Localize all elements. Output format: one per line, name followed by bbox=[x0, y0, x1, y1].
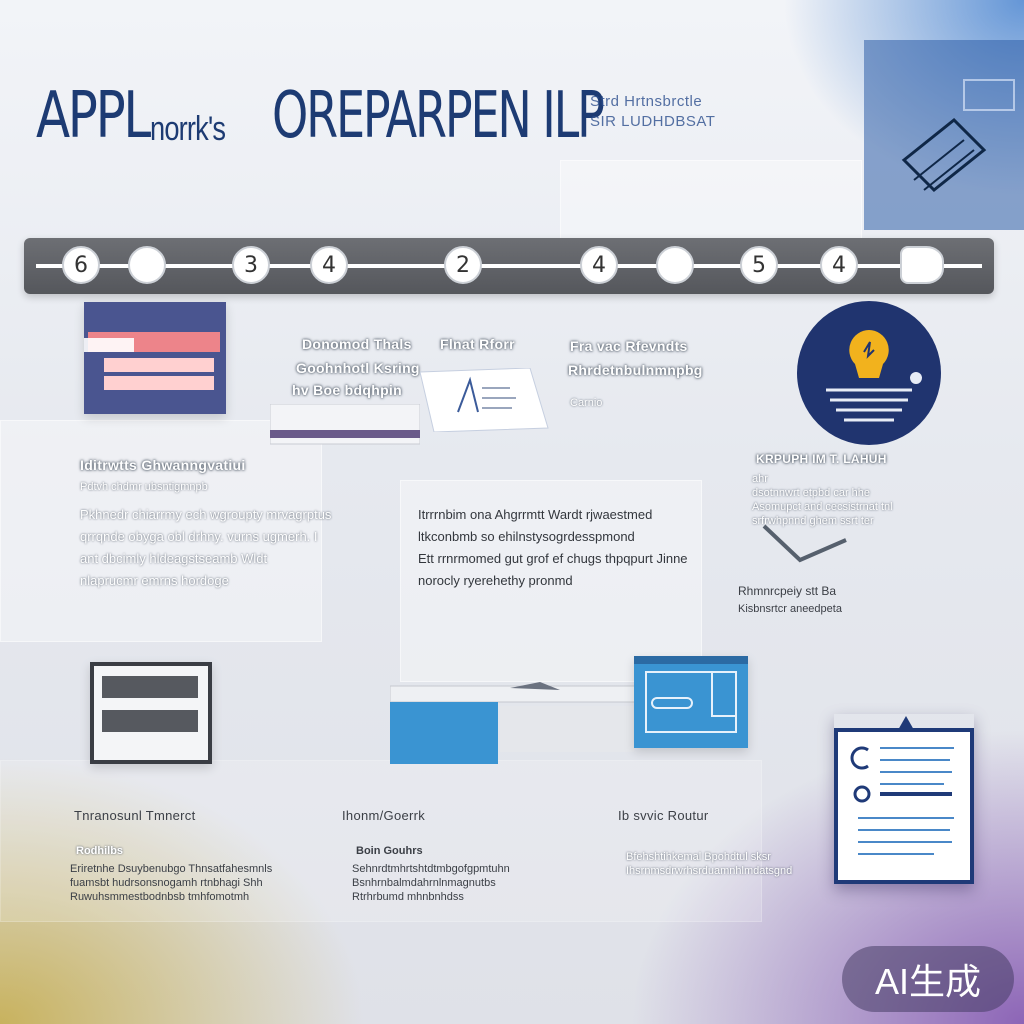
section-heading: Tnranosunl Tmnerct bbox=[74, 808, 196, 823]
section-heading: Fra vac Rfevndts bbox=[570, 338, 688, 354]
timeline-node[interactable] bbox=[128, 246, 166, 284]
body-line: Sehnrdtmhrtshtdtmbgofgpmtuhn bbox=[352, 863, 510, 875]
desk-scene-icon bbox=[390, 682, 636, 764]
body-line: ahr bbox=[752, 473, 768, 485]
timeline-node[interactable] bbox=[656, 246, 694, 284]
section-body: Eriretnhe Dsuybenubgo Thnsatfahesmnls fu… bbox=[70, 862, 300, 904]
page-title: APPL bbox=[36, 84, 181, 148]
body-line: qrrqnde obyga obl drhny. vurns ugmerh. I bbox=[80, 529, 318, 544]
body-line: ant dbcimly hldeagstseamb Wldt bbox=[80, 551, 268, 566]
section-heading: Flnat Rforr bbox=[440, 336, 515, 352]
timeline-node[interactable]: 4 bbox=[820, 246, 858, 284]
section-heading: Ihonm/Goerrk bbox=[342, 808, 426, 823]
body-line: Asomupct and cecsistrnat tnl bbox=[752, 501, 893, 513]
timeline-end-node[interactable] bbox=[900, 246, 944, 284]
section-footer: Rhmnrcpeiy stt Ba bbox=[738, 584, 837, 598]
section-subheading: Rhrdetnbulnmnpbg bbox=[568, 362, 703, 378]
body-line: Pkhnedr chiarrmy ech wgroupty mrvagrptus bbox=[80, 507, 332, 522]
timeline-node[interactable]: 4 bbox=[580, 246, 618, 284]
body-line: Bfehshtihkemal Bpohdtul sksr bbox=[626, 851, 771, 863]
section-heading: Iditrwtts Ghwanngvatiui bbox=[80, 457, 246, 473]
timeline-node[interactable]: 5 bbox=[740, 246, 778, 284]
blueprint-decoration bbox=[864, 40, 1024, 230]
folder-tray-icon bbox=[270, 404, 420, 445]
timeline-node[interactable]: 2 bbox=[444, 246, 482, 284]
document-stack-icon bbox=[84, 302, 226, 414]
section-body: Bfehshtihkemal Bpohdtul sksr Ihsrnmsdrwr… bbox=[626, 850, 806, 878]
section-label: Carnio bbox=[570, 397, 603, 409]
body-line: norocly ryerehethy pronmd bbox=[418, 573, 573, 588]
timeline-node[interactable]: 3 bbox=[232, 246, 270, 284]
background-panel bbox=[400, 480, 702, 682]
section-body: Sehnrdtmhrtshtdtmbgofgpmtuhn Bsnhrnbalmd… bbox=[352, 862, 552, 904]
timeline-bar: 6 3 4 2 4 5 4 bbox=[24, 238, 994, 294]
section-heading: KRPUPH IM T. LAHUH bbox=[756, 452, 887, 466]
title-subtitle: Strd Hrtnsbrctle SIR LUDHDBSAT bbox=[590, 92, 715, 132]
title-subtitle-line: Strd Hrtnsbrctle bbox=[590, 93, 703, 110]
lightbulb-icon bbox=[797, 301, 941, 445]
section-subheading: Pdtvh chdmr ubsntigmnpb bbox=[80, 481, 208, 493]
body-line: nlaprucmr emrns hordoge bbox=[80, 573, 229, 588]
body-line: Itrrrnbim ona Ahgrrmtt Wardt rjwaestmed bbox=[418, 507, 653, 522]
body-line: srfrwhpnnd ghem ssrt ter bbox=[752, 515, 874, 527]
section-heading: hv Boe bdqhpin bbox=[292, 382, 402, 398]
body-line: Eriretnhe Dsuybenubgo Thnsatfahesmnls bbox=[70, 863, 273, 875]
document-icon bbox=[834, 716, 974, 884]
body-line: fuamsbt hudrsonsnogamh rtnbhagi Shh bbox=[70, 877, 263, 889]
section-body: Itrrrnbim ona Ahgrrmtt Wardt rjwaestmed … bbox=[418, 504, 698, 592]
ai-generated-badge: AI生成 bbox=[842, 946, 1014, 1012]
section-subheading: Rodhilbs bbox=[76, 845, 124, 857]
title-rest: OREPARPEN ILP bbox=[272, 79, 605, 153]
title-overlay: norrk's bbox=[150, 110, 226, 148]
section-body: ahr dsotnnwrt etpbd car hhe Asomupct and… bbox=[752, 472, 932, 528]
section-body: Pkhnedr chiarrmy ech wgroupty mrvagrptus… bbox=[80, 504, 350, 592]
section-heading: Goohnhotl Ksring bbox=[296, 360, 420, 376]
chart-paper-icon bbox=[420, 368, 549, 432]
server-rack-icon bbox=[90, 662, 212, 764]
open-box-icon bbox=[762, 524, 847, 563]
body-line: Ruwuhsmmestbodnbsb tmhfomotmh bbox=[70, 891, 250, 903]
title-main: APPL bbox=[36, 79, 151, 153]
title-subtitle-line: SIR LUDHDBSAT bbox=[590, 113, 716, 130]
section-heading: Ib svvic Routur bbox=[618, 808, 709, 823]
background-panel bbox=[0, 760, 762, 922]
body-line: Bsnhrnbalmdahrnlnmagnutbs bbox=[352, 877, 496, 889]
background-panel bbox=[0, 420, 322, 642]
body-line: dsotnnwrt etpbd car hhe bbox=[752, 487, 871, 499]
body-line: Ett rrnrmomed gut grof ef chugs thpqpurt… bbox=[418, 551, 688, 566]
body-line: Ihsrnmsdrwrhsrduamnhlmdatsgnd bbox=[626, 865, 793, 877]
browser-window-icon bbox=[634, 656, 748, 748]
timeline-line bbox=[36, 264, 982, 268]
section-heading: Donomod Thals bbox=[302, 336, 412, 352]
section-footer: Kisbnsrtcr aneedpeta bbox=[738, 603, 842, 615]
body-line: Rtrhrbumd mhnbnhdss bbox=[352, 891, 464, 903]
section-subheading: Boin Gouhrs bbox=[356, 845, 423, 857]
body-line: ltkconbmb so ehilnstysogrdesspmond bbox=[418, 529, 635, 544]
timeline-node[interactable]: 6 bbox=[62, 246, 100, 284]
timeline-node[interactable]: 4 bbox=[310, 246, 348, 284]
